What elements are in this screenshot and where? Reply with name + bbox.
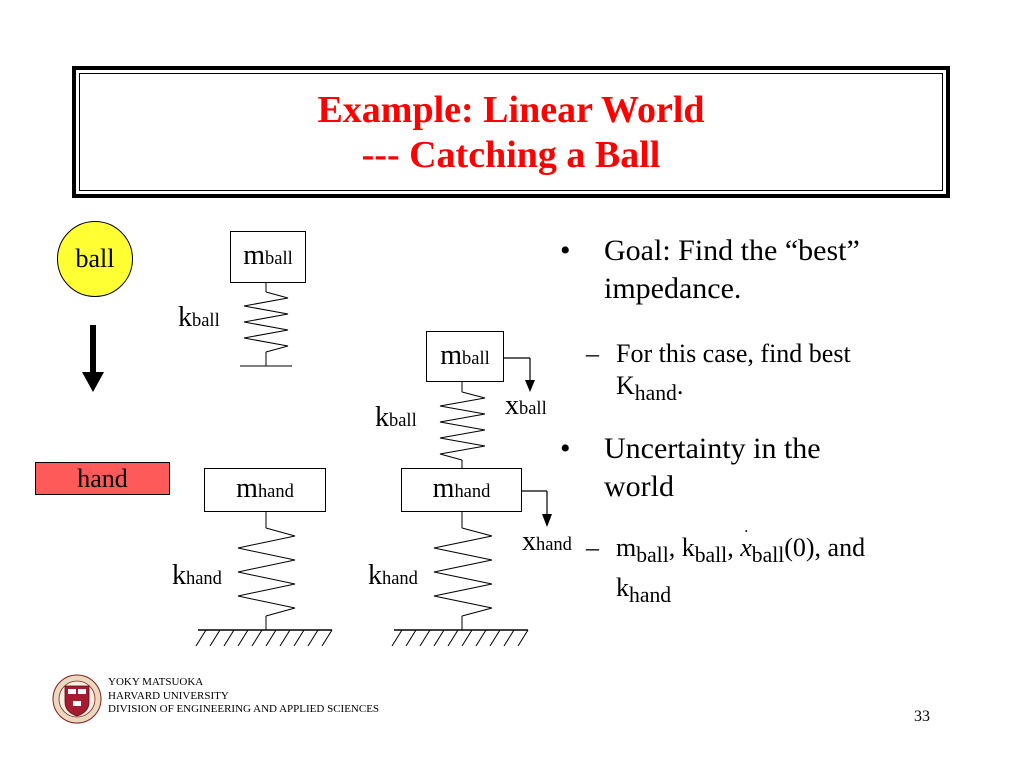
hand-spring-2 [433,512,493,630]
sub-bullet-params-line-2: khand [616,573,672,608]
bullet-goal-line-2: impedance. [604,272,742,305]
ball-circle: ball [57,221,133,297]
ball-spring-1 [240,283,292,367]
k-hand-label-2: khand [368,560,418,591]
bullet-goal-line-1: Goal: Find the “best” [604,234,860,267]
hand-box: hand [35,462,170,495]
hand-label: hand [77,463,128,493]
footer-author: YOKY MATSUOKA [108,676,204,688]
ball-label: ball [75,244,115,273]
mass-hand-label-1: mhand [236,473,294,504]
bullet-uncertainty-line-2: world [604,470,674,503]
ground-2 [391,629,529,647]
x-ball-label: xball [505,390,547,421]
page-number: 33 [914,708,930,725]
harvard-seal-logo [52,674,102,724]
k-ball-label-1: kball [178,302,220,333]
ground-1 [195,629,333,647]
mass-ball-label-2: mball [440,339,490,371]
hand-spring-1 [237,512,296,630]
mass-ball-box-1: mball [230,231,306,283]
x-dot-symbol: x˙ [740,526,752,562]
footer-credits: YOKY MATSUOKA HARVARD UNIVERSITY DIVISIO… [108,676,379,717]
footer-university: HARVARD UNIVERSITY [108,689,229,702]
sub-bullet-params-line-1: mball, kball, x˙ball(0), and [616,526,866,568]
mass-hand-box-1: mhand [204,468,326,512]
mass-ball-box-2: mball [426,331,504,382]
mass-ball-label-1: mball [243,240,293,271]
ball-spring-2 [439,382,486,468]
footer-division: DIVISION OF ENGINEERING AND APPLIED SCIE… [108,703,380,715]
k-ball-label-2: kball [375,402,417,433]
mass-hand-box-2: mhand [401,468,522,512]
sub-bullet-case-line-1: For this case, find best [616,339,851,368]
mass-hand-label-2: mhand [432,473,491,504]
sub-bullet-case-line-2: Khand. [616,371,684,406]
k-hand-label-1: khand [172,560,222,591]
title-inner-border [79,73,943,191]
bullet-uncertainty-line-1: Uncertainty in the [604,432,821,465]
down-arrow [82,325,104,392]
x-hand-label: xhand [522,526,572,557]
title-box: Example: Linear World --- Catching a Bal… [72,66,950,198]
x-hand-arrow [522,490,552,527]
x-ball-arrow [504,357,535,392]
title-line-1: Example: Linear World [317,89,705,131]
title-line-2: --- Catching a Ball [361,134,661,176]
